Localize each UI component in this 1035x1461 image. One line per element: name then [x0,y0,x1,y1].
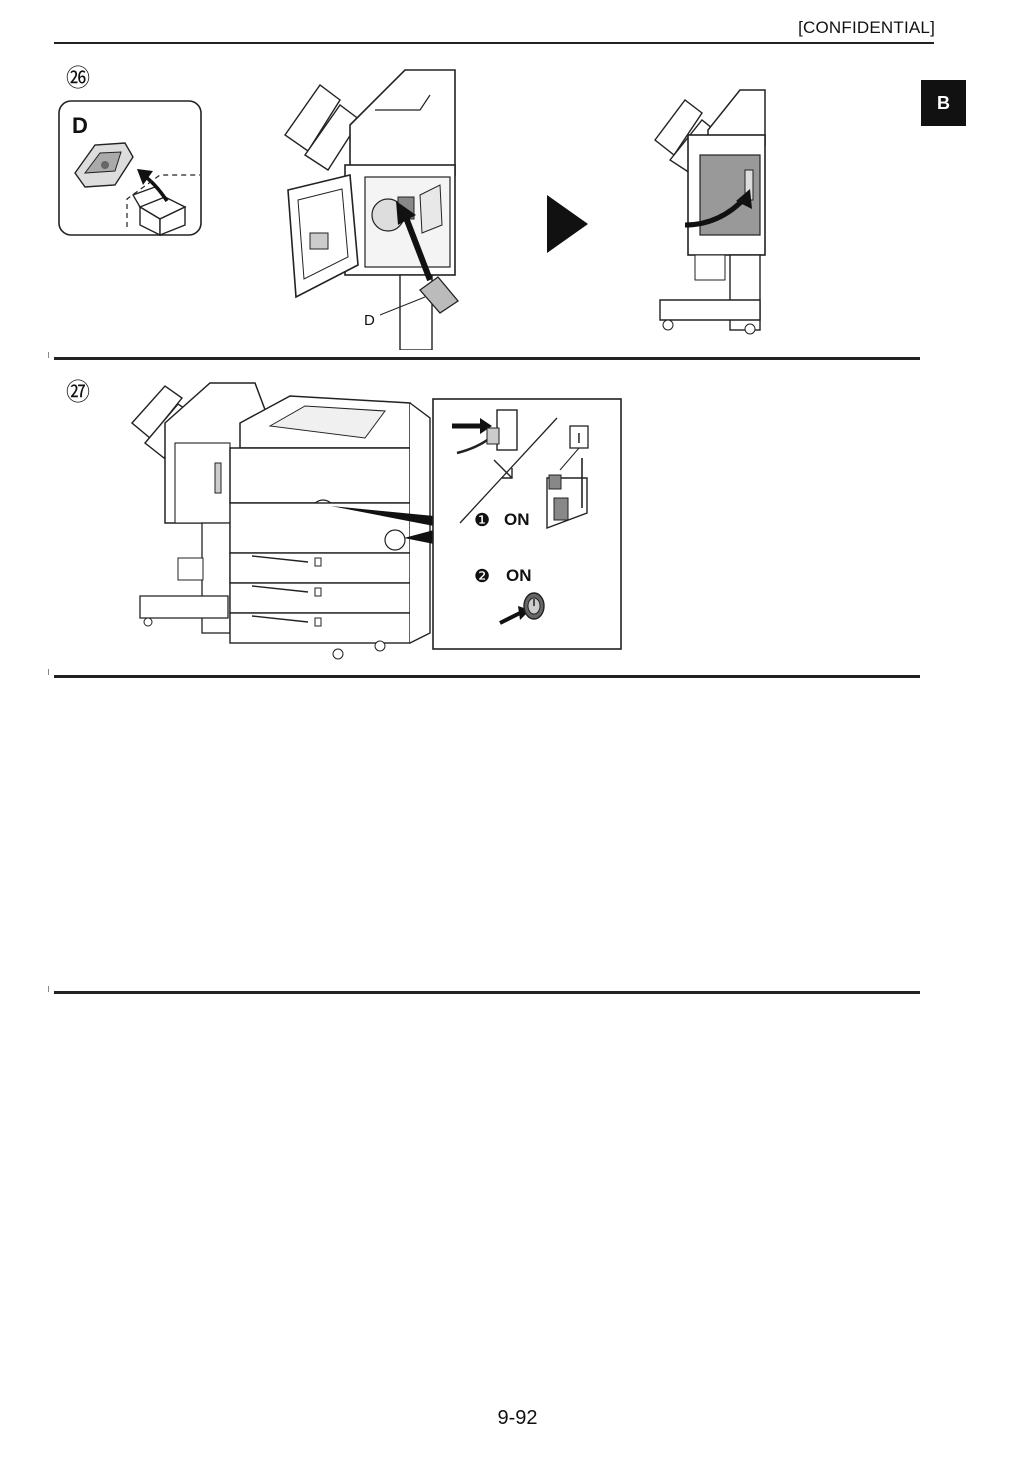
callout-label-d: D [364,312,375,329]
section-rule [54,357,920,360]
main-switch-icon [546,458,588,530]
inset-label: D [72,113,88,138]
arrow-icon [137,169,169,202]
step-number-27: ㉗ [66,379,90,406]
staple-cartridge-inset: D [58,100,202,237]
section-rule [54,991,920,994]
confidential-label: [CONFIDENTIAL] [798,18,935,37]
section-rule [54,675,920,678]
margin-tick [48,669,49,675]
staple-cartridge-icon [74,142,134,188]
mfp-illustration [130,382,434,660]
step1-on-label: ON [504,510,530,529]
finisher-door-open-illustration: D [284,69,459,350]
box-icon [132,186,187,237]
power-button-icon [499,592,545,625]
switch-symbol-label: I [577,430,581,447]
step1-bullet: ❶ [474,510,490,530]
step2-bullet: ❷ [474,566,490,586]
page-number: 9-92 [497,1407,538,1429]
step2-on-label: ON [506,566,532,585]
section-tab: B [921,80,966,126]
power-plug-icon [452,409,518,455]
margin-tick [48,352,49,358]
power-on-panel: I ❶ ON ❷ ON [432,398,622,650]
margin-tick [48,986,49,992]
step-number-26: ㉖ [66,65,90,92]
finisher-door-closed-illustration [654,89,766,335]
header-rule [54,42,934,44]
next-triangle-icon [547,195,588,253]
